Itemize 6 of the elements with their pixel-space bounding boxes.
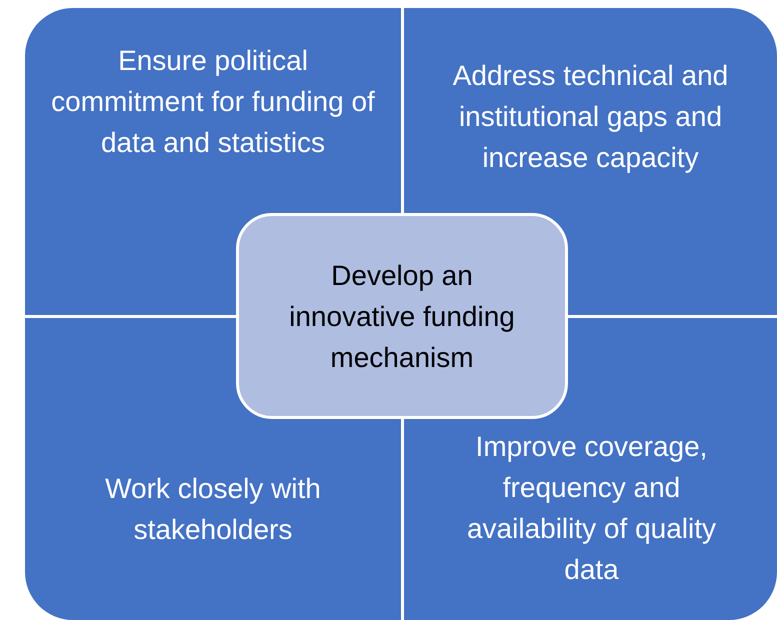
node-label: Work closely with stakeholders <box>104 472 322 547</box>
node-label: Address technical and institutional gaps and increase capacity <box>452 59 730 175</box>
node-label: Ensure political commitment for funding of data and statistics <box>50 44 376 160</box>
center-rounded-box <box>236 213 568 419</box>
node-label: Improve coverage, frequency and availability of quality data <box>466 430 718 587</box>
node-label: Develop an innovative funding mechanism <box>288 258 516 374</box>
